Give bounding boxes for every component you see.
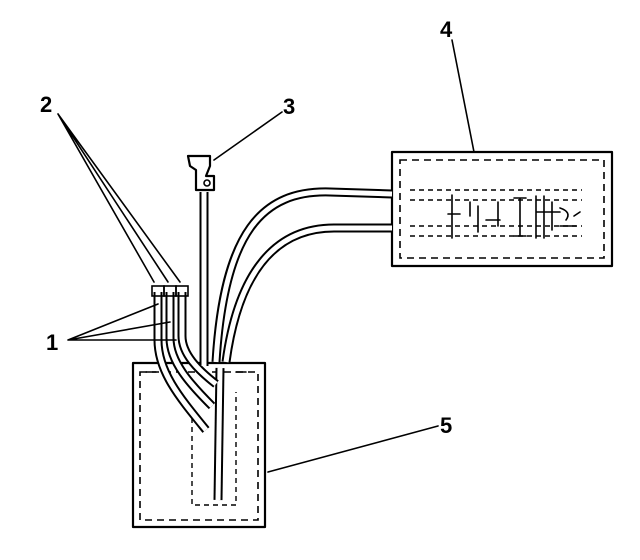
leader-lines	[57, 39, 475, 473]
hose-to-module-4-upper	[211, 187, 393, 363]
tube-cap-c	[175, 285, 189, 297]
module-4	[390, 150, 614, 268]
module-5-inner-pocket	[191, 392, 237, 506]
module-5-inner-outline	[139, 371, 259, 521]
callout-3: 3	[283, 94, 295, 119]
connector-3	[186, 154, 216, 366]
connector-3-body	[186, 154, 216, 192]
module-4-outline	[390, 150, 614, 268]
leader-1	[67, 303, 177, 341]
tubes-1	[151, 285, 219, 433]
module-4-internals	[410, 189, 582, 239]
callout-2: 2	[40, 92, 52, 117]
leader-5	[267, 425, 439, 473]
leader-3	[213, 111, 283, 161]
callout-1: 1	[46, 330, 58, 355]
leader-2	[57, 113, 181, 283]
leader-4	[451, 39, 475, 153]
callout-4: 4	[440, 17, 453, 42]
hose-into-module-5	[213, 367, 225, 501]
callout-5: 5	[440, 413, 452, 438]
hose-to-module-4-lower	[221, 223, 392, 363]
module-4-inner-outline	[399, 159, 605, 259]
